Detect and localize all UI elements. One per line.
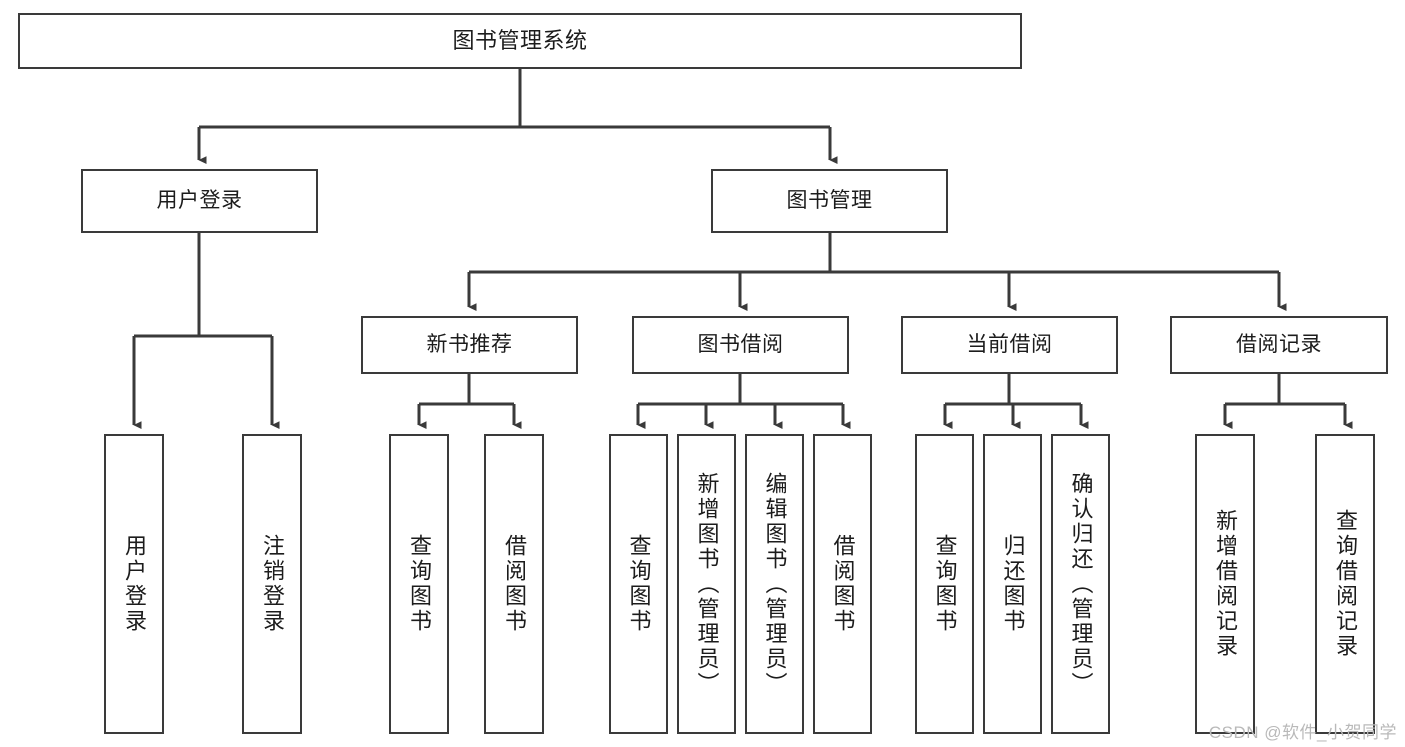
node-leaf-add-book[interactable]: 新增图书（管理员） [677, 434, 736, 734]
node-leaf-add-borrow-record[interactable]: 新增借阅记录 [1195, 434, 1255, 734]
node-leaf-return-book[interactable]: 归还图书 [983, 434, 1042, 734]
node-leaf-edit-book-label: 编辑图书（管理员） [762, 471, 788, 697]
connector-userlogin-to-leaves [132, 233, 280, 430]
node-leaf-return-book-label: 归还图书 [1000, 534, 1026, 634]
node-borrow-record-label: 借阅记录 [1236, 333, 1322, 357]
node-book-management-label: 图书管理 [786, 189, 873, 213]
connector-root-to-level2 [197, 69, 838, 165]
node-leaf-borrow-book-2[interactable]: 借阅图书 [813, 434, 872, 734]
node-leaf-confirm-return-label: 确认归还（管理员） [1068, 471, 1094, 697]
node-leaf-user-logout[interactable]: 注销登录 [242, 434, 302, 734]
node-book-borrow-label: 图书借阅 [697, 333, 784, 357]
csdn-watermark: CSDN @软件_小贺同学 [1208, 723, 1397, 742]
node-current-borrow-label: 当前借阅 [966, 333, 1053, 357]
node-leaf-query-borrow-record-label: 查询借阅记录 [1332, 509, 1358, 659]
node-current-borrow[interactable]: 当前借阅 [901, 316, 1118, 374]
node-leaf-user-login-label: 用户登录 [121, 534, 147, 634]
node-leaf-user-logout-label: 注销登录 [259, 534, 285, 634]
node-user-login[interactable]: 用户登录 [81, 169, 318, 233]
node-leaf-query-book-1-label: 查询图书 [406, 534, 432, 634]
node-leaf-edit-book[interactable]: 编辑图书（管理员） [745, 434, 804, 734]
node-leaf-borrow-book-2-label: 借阅图书 [830, 534, 856, 634]
node-borrow-record[interactable]: 借阅记录 [1170, 316, 1388, 374]
connector-currentborrow-to-leaves [943, 374, 1089, 430]
node-root[interactable]: 图书管理系统 [18, 13, 1022, 69]
node-new-book-recommend[interactable]: 新书推荐 [361, 316, 578, 374]
node-leaf-query-book-2[interactable]: 查询图书 [609, 434, 668, 734]
node-leaf-query-book-3-label: 查询图书 [932, 534, 958, 634]
connector-newbook-to-leaves [417, 374, 522, 430]
connector-borrowrecord-to-leaves [1223, 374, 1353, 430]
node-leaf-confirm-return[interactable]: 确认归还（管理员） [1051, 434, 1110, 734]
node-leaf-borrow-book-1[interactable]: 借阅图书 [484, 434, 544, 734]
node-leaf-add-book-label: 新增图书（管理员） [694, 471, 720, 697]
node-book-borrow[interactable]: 图书借阅 [632, 316, 849, 374]
node-leaf-borrow-book-1-label: 借阅图书 [501, 534, 527, 634]
node-leaf-query-book-3[interactable]: 查询图书 [915, 434, 974, 734]
node-root-label: 图书管理系统 [452, 27, 588, 53]
connector-bookborrow-to-leaves [636, 374, 851, 430]
node-leaf-query-borrow-record[interactable]: 查询借阅记录 [1315, 434, 1375, 734]
node-leaf-query-book-2-label: 查询图书 [626, 534, 652, 634]
node-leaf-query-book-1[interactable]: 查询图书 [389, 434, 449, 734]
node-new-book-recommend-label: 新书推荐 [426, 333, 513, 357]
node-book-management[interactable]: 图书管理 [711, 169, 948, 233]
node-user-login-label: 用户登录 [156, 189, 243, 213]
node-leaf-user-login[interactable]: 用户登录 [104, 434, 164, 734]
node-leaf-add-borrow-record-label: 新增借阅记录 [1212, 509, 1238, 659]
connector-bookmgmt-to-level3 [467, 233, 1287, 312]
